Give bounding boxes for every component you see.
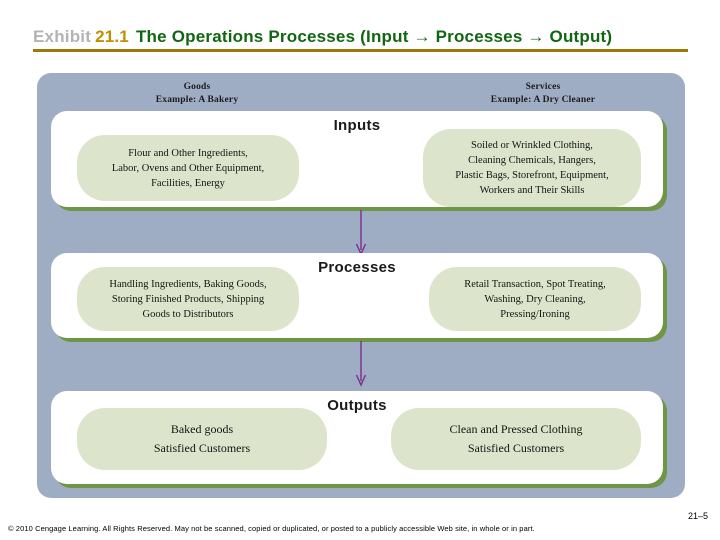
bubble-processes-services: Retail Transaction, Spot Treating, Washi… xyxy=(429,267,641,331)
column-subtitle-goods: Example: A Bakery xyxy=(155,95,239,105)
slide-number: 21–5 xyxy=(687,511,708,521)
bubble-line: Handling Ingredients, Baking Goods, xyxy=(109,278,267,290)
bubble-line: Flour and Other Ingredients, xyxy=(128,147,248,159)
stage-label-inputs: Inputs xyxy=(333,117,381,134)
column-caption-services: Services Example: A Dry Cleaner xyxy=(433,81,653,107)
exhibit-label: Exhibit xyxy=(33,27,92,46)
arrow-down-icon-inputs-to-processes xyxy=(353,210,369,256)
operations-process-diagram: Goods Example: A Bakery Services Example… xyxy=(37,73,685,498)
bubble-line: Pressing/Ironing xyxy=(500,308,570,320)
bubble-line: Satisfied Customers xyxy=(467,441,565,455)
column-title-goods: Goods xyxy=(183,82,211,92)
stage-label-outputs: Outputs xyxy=(327,397,387,414)
bubble-line: Washing, Dry Cleaning, xyxy=(484,293,586,305)
bubble-line: Goods to Distributors xyxy=(142,308,234,320)
title-underline xyxy=(33,49,688,52)
bubble-line: Facilities, Energy xyxy=(151,177,225,189)
bubble-line: Satisfied Customers xyxy=(153,441,251,455)
bubble-line: Workers and Their Skills xyxy=(479,185,585,196)
column-captions: Goods Example: A Bakery Services Example… xyxy=(37,81,685,113)
column-caption-goods: Goods Example: A Bakery xyxy=(87,81,307,107)
bubble-line: Plastic Bags, Storefront, Equipment, xyxy=(455,170,609,181)
bubble-line: Cleaning Chemicals, Hangers, xyxy=(468,155,596,166)
stage-inputs: Inputs Flour and Other Ingredients, Labo… xyxy=(51,111,663,207)
column-subtitle-services: Example: A Dry Cleaner xyxy=(490,95,596,105)
column-title-services: Services xyxy=(525,82,561,92)
bubble-line: Soiled or Wrinkled Clothing, xyxy=(471,140,593,151)
bubble-processes-goods: Handling Ingredients, Baking Goods, Stor… xyxy=(77,267,299,331)
stage-label-processes: Processes xyxy=(318,259,396,276)
exhibit-heading: The Operations Processes (Input → Proces… xyxy=(135,27,613,46)
copyright-notice: © 2010 Cengage Learning. All Rights Rese… xyxy=(8,524,535,533)
exhibit-number: 21.1 xyxy=(95,27,129,46)
bubble-inputs-services: Soiled or Wrinkled Clothing, Cleaning Ch… xyxy=(423,129,641,207)
arrow-down-icon-processes-to-outputs xyxy=(353,341,369,387)
bubble-inputs-goods: Flour and Other Ingredients, Labor, Oven… xyxy=(77,135,299,201)
bubble-line: Clean and Pressed Clothing xyxy=(449,422,583,436)
bubble-line: Baked goods xyxy=(170,422,234,436)
stage-processes: Processes Handling Ingredients, Baking G… xyxy=(51,253,663,338)
bubble-line: Retail Transaction, Spot Treating, xyxy=(464,278,606,290)
bubble-outputs-goods: Baked goods Satisfied Customers xyxy=(77,408,327,470)
bubble-outputs-services: Clean and Pressed Clothing Satisfied Cus… xyxy=(391,408,641,470)
bubble-line: Storing Finished Products, Shipping xyxy=(111,293,265,305)
stage-outputs: Outputs Baked goods Satisfied Customers … xyxy=(51,391,663,484)
bubble-line: Labor, Ovens and Other Equipment, xyxy=(111,162,265,174)
